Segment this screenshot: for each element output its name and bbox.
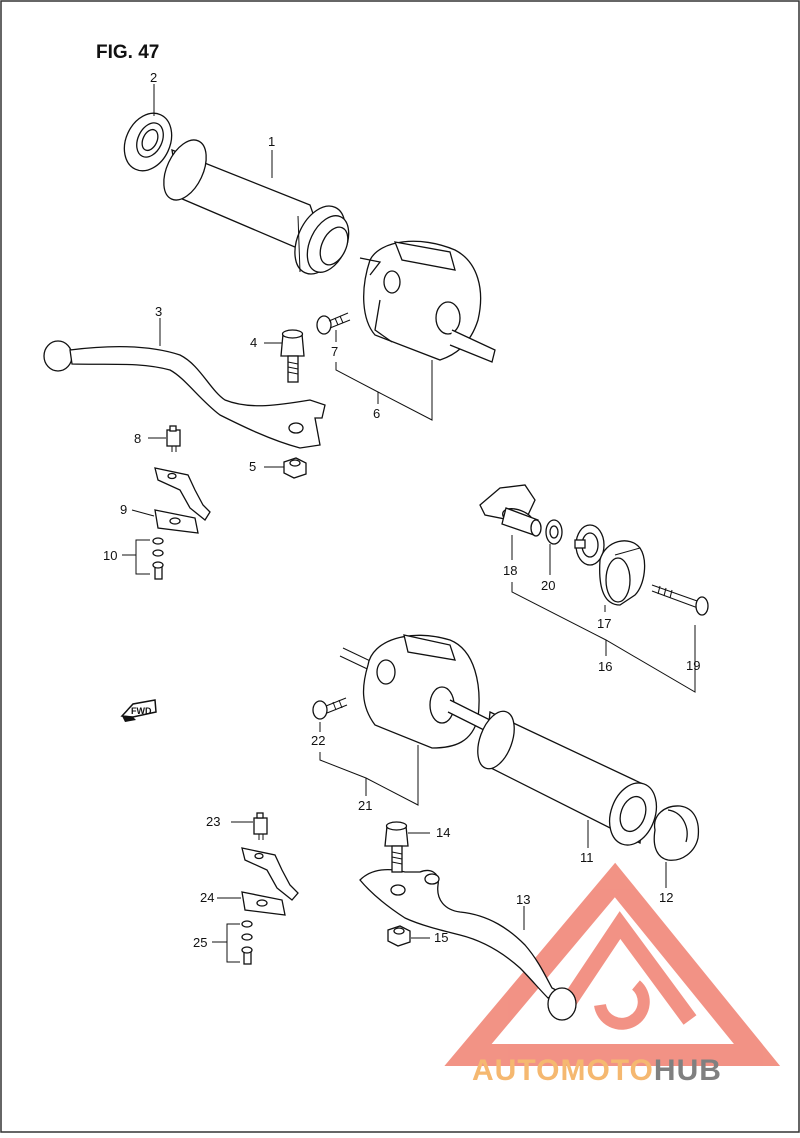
- part-screw-7: [316, 312, 351, 335]
- svg-text:AUTOMOTOHUB: AUTOMOTOHUB: [472, 1054, 722, 1087]
- callout-21: 21: [358, 798, 372, 813]
- callout-12: 12: [659, 890, 673, 905]
- leader-lines: [122, 84, 696, 963]
- callout-2: 2: [150, 70, 157, 85]
- part-screw-set-25: [241, 920, 253, 965]
- part-screw-22: [312, 697, 348, 720]
- callout-1: 1: [268, 134, 275, 149]
- part-brake-lever: [43, 340, 326, 449]
- watermark-part1: AUTOMOTO: [472, 1054, 654, 1087]
- callout-24: 24: [200, 890, 214, 905]
- part-switch-housing-left: [339, 634, 491, 749]
- callout-18: 18: [503, 563, 517, 578]
- part-handle-grip-11: [477, 710, 658, 846]
- callout-7: 7: [331, 344, 338, 359]
- callout-15: 15: [434, 930, 448, 945]
- callout-13: 13: [516, 892, 530, 907]
- part-washer-20: [545, 519, 563, 545]
- callout-numbers: 2 1 3 4 7 6 8 5 9 10 18 20 17 16 19 22 2…: [103, 70, 700, 950]
- callout-9: 9: [120, 502, 127, 517]
- part-pivot-bolt-4: [280, 329, 305, 383]
- part-screw-set-10: [152, 537, 164, 580]
- callout-25: 25: [193, 935, 207, 950]
- callout-3: 3: [155, 304, 162, 319]
- callout-22: 22: [311, 733, 325, 748]
- part-switch-8: [166, 425, 181, 452]
- watermark-text: AUTOMOTOHUB: [472, 1054, 722, 1087]
- figure-title: FIG. 47: [96, 42, 159, 63]
- watermark-logo: [444, 862, 781, 1066]
- fwd-label: FWD: [131, 706, 152, 716]
- part-cover-17: [599, 540, 646, 606]
- callout-23: 23: [206, 814, 220, 829]
- fwd-arrow-icon: FWD: [120, 699, 157, 722]
- callout-8: 8: [134, 431, 141, 446]
- part-nut-15: [387, 925, 411, 947]
- callout-10: 10: [103, 548, 117, 563]
- callout-4: 4: [250, 335, 257, 350]
- callout-6: 6: [373, 406, 380, 421]
- callout-5: 5: [249, 459, 256, 474]
- part-pulley: [574, 524, 605, 566]
- callout-14: 14: [436, 825, 450, 840]
- part-bearing-ring: [123, 112, 173, 172]
- part-throttle-housing-18: [479, 484, 542, 537]
- part-nut-5: [283, 457, 307, 479]
- part-end-cap-12: [653, 805, 700, 861]
- part-bracket-9: [154, 467, 211, 534]
- callout-19: 19: [686, 658, 700, 673]
- callout-20: 20: [541, 578, 555, 593]
- callout-17: 17: [597, 616, 611, 631]
- watermark-part2: HUB: [654, 1054, 722, 1087]
- part-bracket-24: [241, 847, 299, 916]
- part-pivot-bolt-14: [384, 821, 409, 873]
- part-throttle-grip: [163, 139, 350, 275]
- callout-16: 16: [598, 659, 612, 674]
- part-switch-housing-right: [359, 240, 496, 363]
- callout-11: 11: [580, 850, 594, 865]
- part-switch-23: [253, 812, 268, 840]
- part-clutch-lever: [359, 868, 577, 1021]
- part-screw-19: [651, 584, 709, 616]
